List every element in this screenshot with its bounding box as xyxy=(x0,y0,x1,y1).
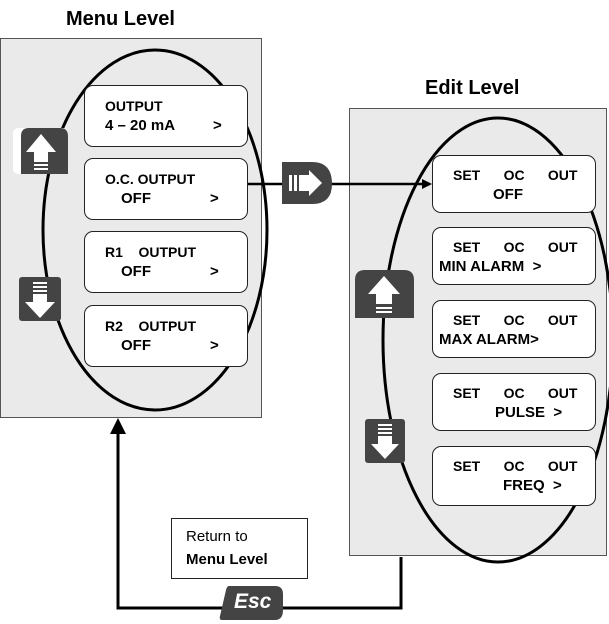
edit-item-line2: FREQ > xyxy=(503,477,562,494)
edit-item-max-alarm[interactable]: SET OC OUT MAX ALARM> xyxy=(432,300,596,358)
edit-item-off[interactable]: SET OC OUT OFF xyxy=(432,155,596,213)
menu-item-r2-output[interactable]: R2 OUTPUT OFF > xyxy=(84,305,248,367)
edit-loop-ellipse xyxy=(381,116,609,564)
menu-item-arrow: > xyxy=(213,117,222,134)
edit-item-line2: OFF xyxy=(493,186,523,203)
edit-item-pulse[interactable]: SET OC OUT PULSE > xyxy=(432,373,596,431)
menu-item-line2: 4 – 20 mA xyxy=(105,117,176,134)
menu-item-oc-output[interactable]: O.C. OUTPUT OFF > xyxy=(84,158,248,220)
menu-loop-ellipse xyxy=(41,48,269,412)
menu-item-arrow: > xyxy=(210,190,219,207)
menu-level-title: Menu Level xyxy=(66,8,175,30)
menu-item-output[interactable]: OUTPUT 4 – 20 mA > xyxy=(84,85,248,147)
menu-item-line1: OUTPUT xyxy=(105,98,163,114)
return-box-line1: Return to xyxy=(186,528,248,545)
edit-item-line2: PULSE > xyxy=(495,404,563,421)
menu-item-line2: OFF xyxy=(121,337,151,354)
edit-item-freq[interactable]: SET OC OUT FREQ > xyxy=(432,446,596,506)
menu-item-line1: O.C. OUTPUT xyxy=(105,171,196,187)
return-to-menu-box: Return to Menu Level xyxy=(171,518,308,579)
menu-item-line1: R2 OUTPUT xyxy=(105,318,197,334)
menu-item-line2: OFF xyxy=(121,263,151,280)
edit-item-line2: MAX ALARM> xyxy=(439,331,539,348)
return-arrowhead xyxy=(110,418,126,434)
menu-item-arrow: > xyxy=(210,337,219,354)
edit-level-title: Edit Level xyxy=(425,77,520,99)
edit-item-min-alarm[interactable]: SET OC OUT MIN ALARM > xyxy=(432,227,596,285)
menu-item-line2: OFF xyxy=(121,190,151,207)
return-box-line2: Menu Level xyxy=(186,551,268,568)
edit-item-line1: SET OC OUT xyxy=(453,239,578,255)
edit-item-line1: SET OC OUT xyxy=(453,385,578,401)
menu-item-r1-output[interactable]: R1 OUTPUT OFF > xyxy=(84,231,248,293)
edit-item-line1: SET OC OUT xyxy=(453,312,578,328)
esc-key-label: Esc xyxy=(234,590,272,613)
edit-item-line2: MIN ALARM > xyxy=(439,258,542,275)
edit-item-line1: SET OC OUT xyxy=(453,458,578,474)
menu-item-line1: R1 OUTPUT xyxy=(105,244,197,260)
menu-item-arrow: > xyxy=(210,263,219,280)
edit-item-line1: SET OC OUT xyxy=(453,167,578,183)
